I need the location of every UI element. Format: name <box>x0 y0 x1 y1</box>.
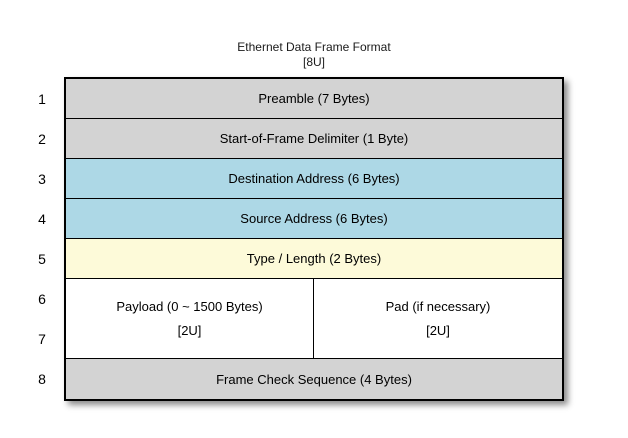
row-number-column: 1 2 3 4 5 6 7 8 <box>28 79 56 399</box>
frame-row-source-address-label: Source Address (6 Bytes) <box>240 211 388 226</box>
frame-table: Preamble (7 Bytes) Start-of-Frame Delimi… <box>64 77 564 401</box>
frame-row-payload-pad: Payload (0 ~ 1500 Bytes) [2U] Pad (if ne… <box>66 279 562 359</box>
frame-row-sfd-label: Start-of-Frame Delimiter (1 Byte) <box>219 131 409 146</box>
row-number-7: 7 <box>38 331 46 347</box>
frame-row-source-address: Source Address (6 Bytes) <box>66 199 562 239</box>
payload-cell-label: Payload (0 ~ 1500 Bytes) <box>116 299 263 314</box>
diagram-title-line1: Ethernet Data Frame Format <box>237 40 391 54</box>
diagram-title-line2: [8U] <box>302 55 325 69</box>
row-number-1: 1 <box>38 91 46 107</box>
row-number-4: 4 <box>38 211 46 227</box>
frame-row-fcs: Frame Check Sequence (4 Bytes) <box>66 359 562 399</box>
pad-cell-label: Pad (if necessary) <box>385 299 491 314</box>
frame-row-type-length-label: Type / Length (2 Bytes) <box>246 251 382 266</box>
frame-row-destination-address-label: Destination Address (6 Bytes) <box>228 171 400 186</box>
diagram-title: Ethernet Data Frame Format [8U] <box>64 40 564 70</box>
row-number-3: 3 <box>38 171 46 187</box>
frame-row-type-length: Type / Length (2 Bytes) <box>66 239 562 279</box>
pad-cell-sublabel: [2U] <box>426 323 450 338</box>
payload-cell-sublabel: [2U] <box>177 323 202 338</box>
pad-cell: Pad (if necessary) [2U] <box>314 279 562 358</box>
row-number-8: 8 <box>38 371 46 387</box>
frame-row-preamble: Preamble (7 Bytes) <box>66 79 562 119</box>
row-number-2: 2 <box>38 131 46 147</box>
frame-row-destination-address: Destination Address (6 Bytes) <box>66 159 562 199</box>
frame-row-fcs-label: Frame Check Sequence (4 Bytes) <box>216 371 412 387</box>
frame-row-sfd: Start-of-Frame Delimiter (1 Byte) <box>66 119 562 159</box>
row-number-5: 5 <box>38 251 46 267</box>
frame-row-preamble-label: Preamble (7 Bytes) <box>258 91 370 106</box>
row-number-6: 6 <box>38 291 46 307</box>
payload-cell: Payload (0 ~ 1500 Bytes) [2U] <box>66 279 314 358</box>
